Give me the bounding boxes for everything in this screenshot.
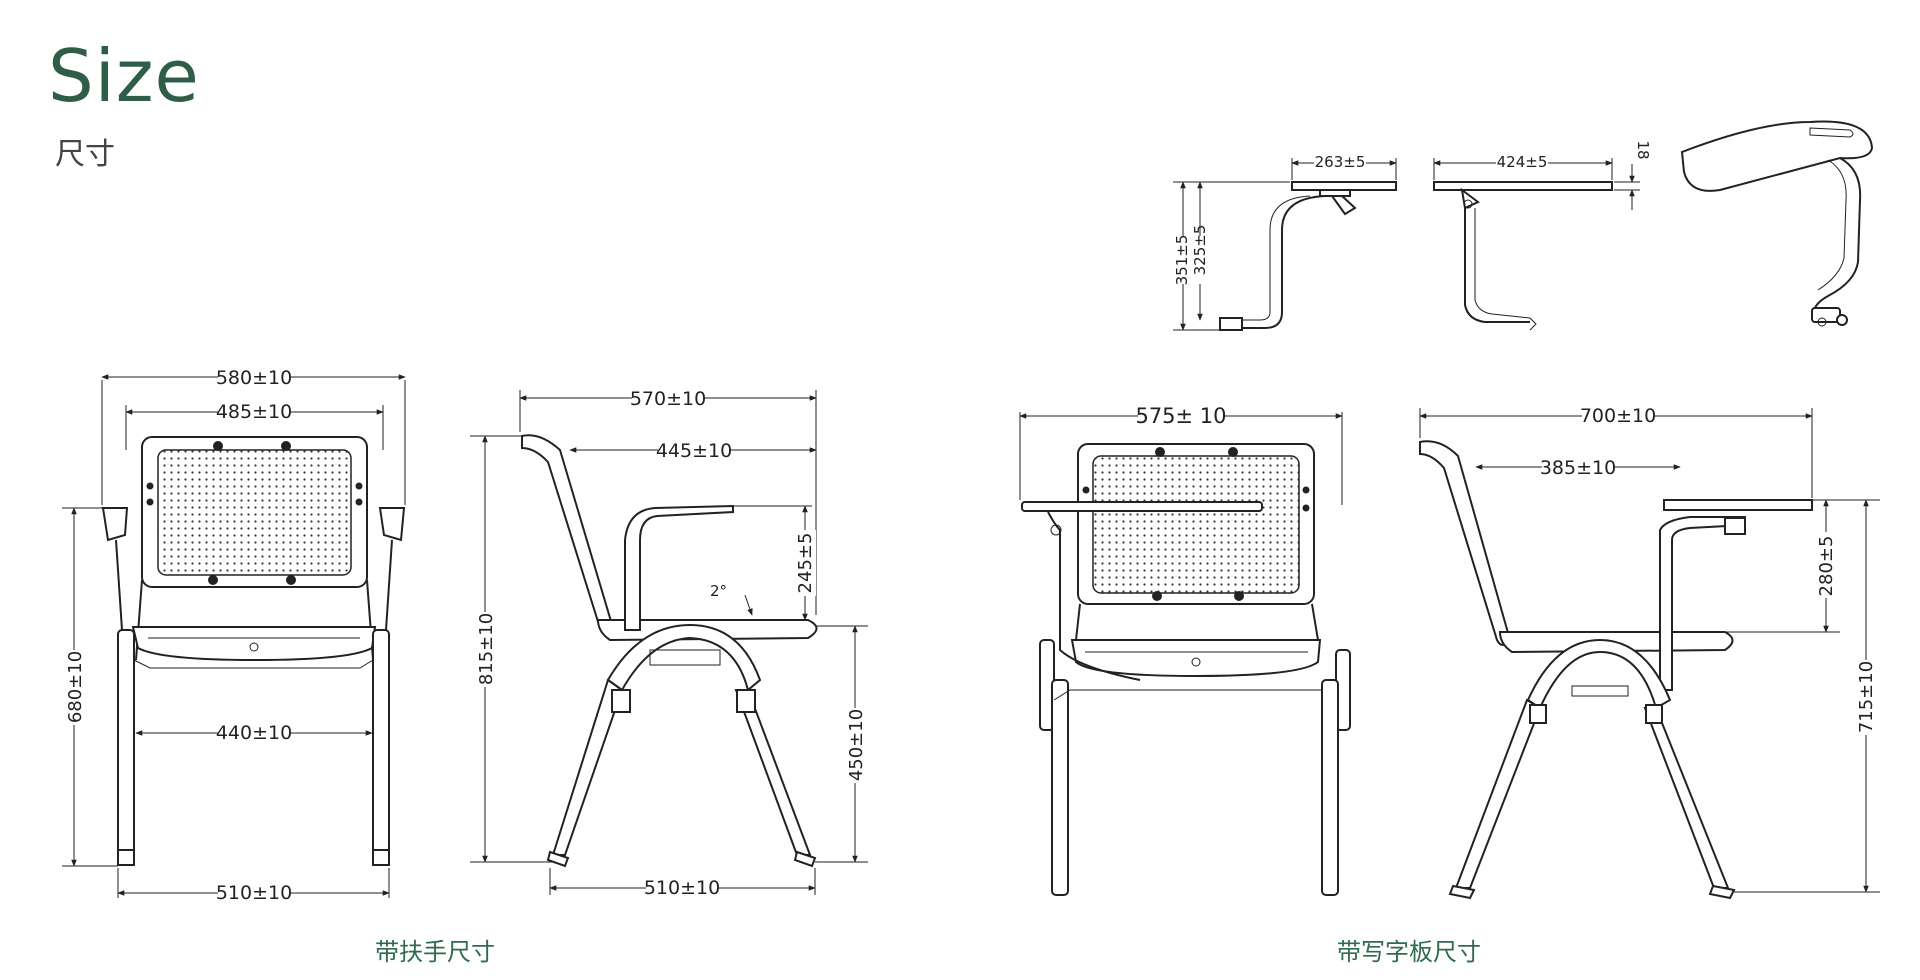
right-leg	[372, 629, 390, 866]
dim-arm-above-seat: 245±5	[795, 533, 816, 594]
tablet-perspective-top	[1680, 120, 1874, 192]
writing-tablet-front	[1021, 501, 1263, 512]
armrest-side	[624, 504, 734, 631]
dim-tablet-overall-width: 575± 10	[1135, 404, 1226, 428]
dim-base-width: 510±10	[216, 882, 292, 904]
right-arm-pad	[378, 507, 406, 542]
dim-overall-width: 580±10	[216, 367, 292, 389]
backrest-mesh	[157, 449, 352, 576]
caption-armchair: 带扶手尺寸	[375, 938, 495, 966]
tablet-detail-front: 424±5 18	[1433, 140, 1652, 331]
dim-seat-angle: 2°	[710, 582, 727, 600]
page-title: Size	[48, 34, 200, 118]
dim-seat-width: 440±10	[216, 722, 292, 744]
dim-arm-height: 680±10	[65, 651, 86, 723]
dim-detail-depth: 263±5	[1315, 153, 1366, 171]
left-leg	[117, 629, 135, 866]
dim-tablet-above-seat: 280±5	[1816, 536, 1837, 597]
tablet-side-view: 700±10 385±10 280±5 715±10	[1419, 404, 1880, 900]
tablet-detail-perspective	[1680, 120, 1874, 327]
dim-overall-depth: 570±10	[630, 388, 706, 410]
left-arm-pad	[101, 507, 129, 542]
dim-detail-height-outer: 351±5	[1173, 235, 1191, 286]
dim-detail-width: 424±5	[1497, 153, 1548, 171]
dim-back-width: 485±10	[216, 401, 292, 423]
dim-overall-height: 815±10	[476, 613, 497, 685]
armchair-front-view: 580±10 485±10 440±10 510±10 680±10	[62, 366, 406, 904]
dim-detail-height-inner: 325±5	[1191, 225, 1209, 276]
dim-detail-thickness: 18	[1634, 140, 1652, 159]
caption-tablet-chair: 带写字板尺寸	[1337, 938, 1481, 966]
dim-base-depth: 510±10	[644, 877, 720, 899]
dim-arm-depth: 445±10	[656, 440, 732, 462]
rear-leg-side	[734, 689, 812, 856]
tablet-detail-side: 263±5 351±5 325±5	[1172, 153, 1397, 331]
dim-tablet-height: 715±10	[1856, 661, 1877, 733]
dim-tablet-depth: 385±10	[1540, 457, 1616, 479]
page-subtitle: 尺寸	[55, 137, 115, 172]
armchair-side-view: 570±10 445±10 245±5 2° 815±10 450±10 510…	[470, 387, 868, 899]
dim-tablet-overall-depth: 700±10	[1580, 405, 1656, 427]
back-profile	[521, 434, 615, 634]
writing-tablet-side	[1663, 499, 1813, 511]
tablet-front-view: 575± 10	[1019, 404, 1351, 896]
dim-seat-height: 450±10	[846, 709, 867, 781]
